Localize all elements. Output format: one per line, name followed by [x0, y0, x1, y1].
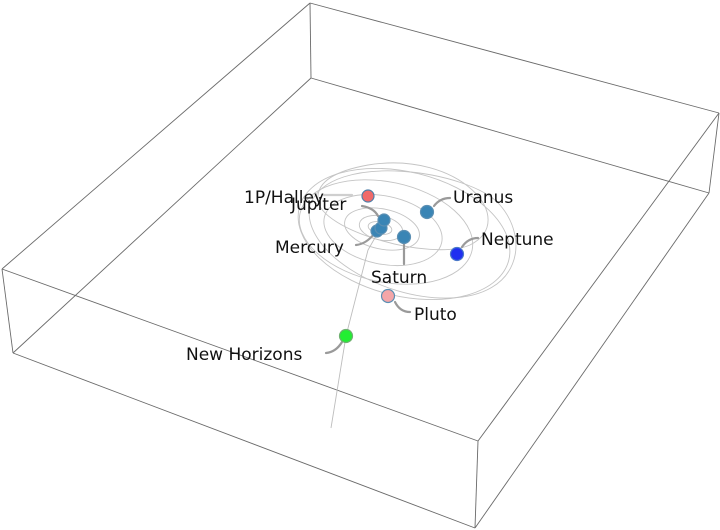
label-uranus: Uranus: [453, 188, 513, 208]
label-halley: 1P/Halley: [244, 188, 324, 208]
leader-uranus: [432, 196, 452, 208]
box-edge: [477, 112, 720, 442]
orbit-saturn: [323, 194, 443, 266]
leader-jupiter: [360, 204, 380, 218]
halley-dot[interactable]: [361, 189, 375, 203]
uranus-dot[interactable]: [419, 204, 435, 220]
label-new-horizons: New Horizons: [186, 345, 302, 365]
bodies: [338, 189, 465, 344]
box-edge: [12, 77, 312, 354]
box-edge: [708, 112, 720, 194]
label-jupiter: Jupiter: [290, 195, 346, 215]
box-edge: [309, 2, 720, 114]
leader-pluto: [393, 300, 412, 314]
jupiter-dot[interactable]: [377, 213, 391, 227]
label-mercury: Mercury: [275, 238, 344, 258]
box-edge: [12, 352, 476, 529]
orbit-jupiter: [344, 207, 420, 251]
leader-lines: [322, 193, 480, 355]
box-edge: [310, 77, 710, 194]
box-edge: [474, 192, 710, 529]
box-edge: [1, 268, 479, 442]
box-edge: [1, 2, 311, 270]
label-neptune: Neptune: [481, 230, 554, 250]
new-horizons-dot[interactable]: [338, 328, 354, 344]
new-horizons-trajectory: [330, 228, 381, 429]
orbit-uranus: [298, 179, 474, 285]
box-edge: [1, 268, 14, 354]
labels: 1P/Halley Jupiter Mercury Saturn Uranus …: [186, 188, 554, 365]
orbit-halley: [317, 162, 489, 251]
saturn-dot[interactable]: [396, 229, 412, 245]
leader-neptune: [460, 236, 480, 249]
box-edge: [474, 440, 479, 529]
box-edge: [309, 2, 312, 79]
pluto-dot[interactable]: [380, 288, 396, 304]
label-pluto: Pluto: [414, 305, 457, 325]
label-saturn: Saturn: [371, 268, 427, 288]
neptune-dot[interactable]: [449, 246, 465, 262]
orbit-pluto: [308, 170, 517, 299]
leader-new-horizons: [324, 340, 344, 355]
